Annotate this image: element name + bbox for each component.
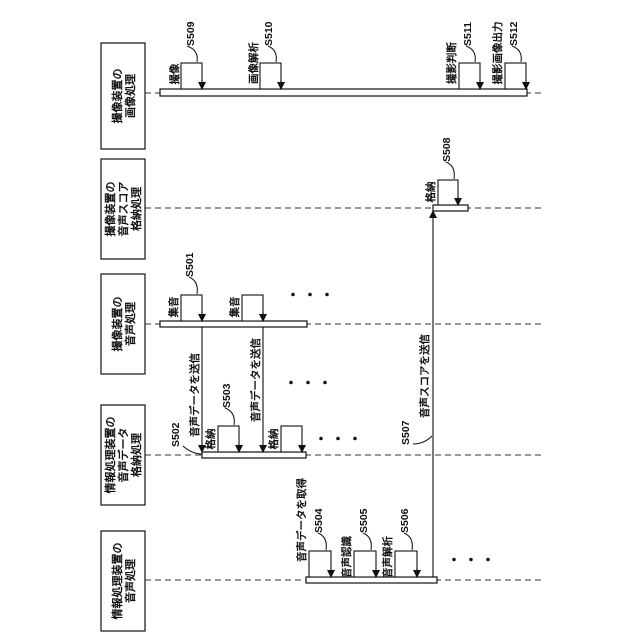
svg-text:撮影判断: 撮影判断	[445, 42, 458, 84]
svg-text:音声処理: 音声処理	[123, 302, 137, 346]
svg-text:格納: 格納	[424, 182, 437, 203]
svg-text:音声データ: 音声データ	[116, 428, 130, 483]
svg-text:情報処理装置の: 情報処理装置の	[110, 543, 124, 620]
step-capture: 撮像 S509	[168, 21, 202, 89]
svg-text:S503: S503	[221, 383, 233, 408]
svg-text:音声解析: 音声解析	[381, 536, 394, 578]
step-speech-analysis: 音声解析 S506	[381, 508, 417, 578]
svg-text:S506: S506	[399, 508, 411, 533]
activation-bar-audio	[160, 321, 307, 327]
activation-bar-store	[202, 452, 306, 458]
svg-text:撮像: 撮像	[168, 63, 181, 84]
lane-header-audio-data-storage: 情報処理装置の 音声データ 格納処理	[101, 405, 145, 505]
ellipsis-store: ・・・	[314, 431, 365, 447]
step-score-store: 格納 S508	[424, 137, 458, 205]
svg-text:集音: 集音	[167, 296, 180, 318]
svg-text:S504: S504	[313, 508, 325, 533]
step-image-analysis: 画像解析 S510	[247, 21, 281, 89]
lifelines	[145, 93, 545, 580]
step-store-2: 格納	[267, 426, 302, 452]
lane-header-audio-processing: 撮像装置の 音声処理	[101, 274, 145, 374]
svg-text:撮像装置の: 撮像装置の	[110, 69, 124, 124]
svg-text:撮像装置の: 撮像装置の	[110, 297, 124, 352]
svg-text:集音: 集音	[228, 296, 241, 318]
svg-text:S509: S509	[185, 21, 197, 46]
ellipsis-proc: ・・・	[447, 552, 498, 568]
step-speech-recognition: 音声認識 S505	[340, 508, 376, 578]
svg-text:S505: S505	[358, 508, 370, 533]
step-captured-image-output: 撮影画像出力 S512	[491, 21, 526, 89]
step-store-1: 格納 S503	[204, 383, 239, 452]
svg-text:画像処理: 画像処理	[123, 74, 137, 118]
svg-text:S510: S510	[263, 21, 275, 46]
leader-s502	[183, 446, 202, 454]
step-sound-collect-1: 集音 S501	[167, 252, 202, 321]
lane-header-score-storage: 撮像装置の 音声スコア 格納処理	[101, 159, 145, 259]
step-label-s502: S502	[170, 422, 182, 447]
svg-text:音声スコアを送信: 音声スコアを送信	[418, 334, 431, 418]
lane-header-image-processing: 撮像装置の 画像処理	[101, 43, 145, 149]
svg-text:S508: S508	[441, 137, 453, 162]
svg-text:S511: S511	[462, 22, 474, 46]
svg-text:撮像装置の: 撮像装置の	[103, 182, 117, 237]
lane-header-info-audio-processing: 情報処理装置の 音声処理	[101, 531, 145, 631]
svg-text:撮影画像出力: 撮影画像出力	[491, 22, 504, 85]
leader-s507	[413, 436, 432, 444]
svg-text:S512: S512	[508, 21, 520, 46]
activation-bar-proc	[306, 577, 437, 583]
svg-text:情報処理装置の: 情報処理装置の	[103, 417, 117, 494]
svg-text:音声データを送信: 音声データを送信	[249, 338, 262, 422]
step-sound-collect-2: 集音	[228, 295, 263, 321]
ellipsis-audio: ・・・	[286, 287, 337, 303]
activation-bar-image	[160, 89, 527, 96]
svg-text:格納: 格納	[267, 429, 280, 450]
svg-text:音声データを取得: 音声データを取得	[295, 478, 308, 562]
step-label-s507: S507	[400, 420, 412, 445]
svg-text:音声認識: 音声認識	[340, 536, 353, 578]
svg-text:音声スコア: 音声スコア	[116, 182, 130, 237]
message-send-audio-2: 音声データを送信	[249, 327, 263, 452]
svg-text:格納処理: 格納処理	[129, 187, 143, 231]
svg-text:格納処理: 格納処理	[129, 433, 143, 477]
message-send-audio-1: 音声データを送信	[188, 327, 202, 452]
message-send-score: 音声スコアを送信	[418, 211, 433, 577]
step-capture-judgement: 撮影判断 S511	[445, 22, 480, 89]
ellipsis-send: ・・・	[284, 375, 335, 391]
svg-text:音声処理: 音声処理	[123, 559, 137, 603]
svg-text:格納: 格納	[204, 429, 217, 450]
svg-text:音声データを送信: 音声データを送信	[188, 353, 201, 437]
activation-bar-score	[433, 205, 468, 211]
svg-text:画像解析: 画像解析	[247, 42, 260, 84]
svg-text:S501: S501	[184, 252, 196, 277]
step-get-audio: 音声データを取得 S504	[295, 478, 331, 577]
